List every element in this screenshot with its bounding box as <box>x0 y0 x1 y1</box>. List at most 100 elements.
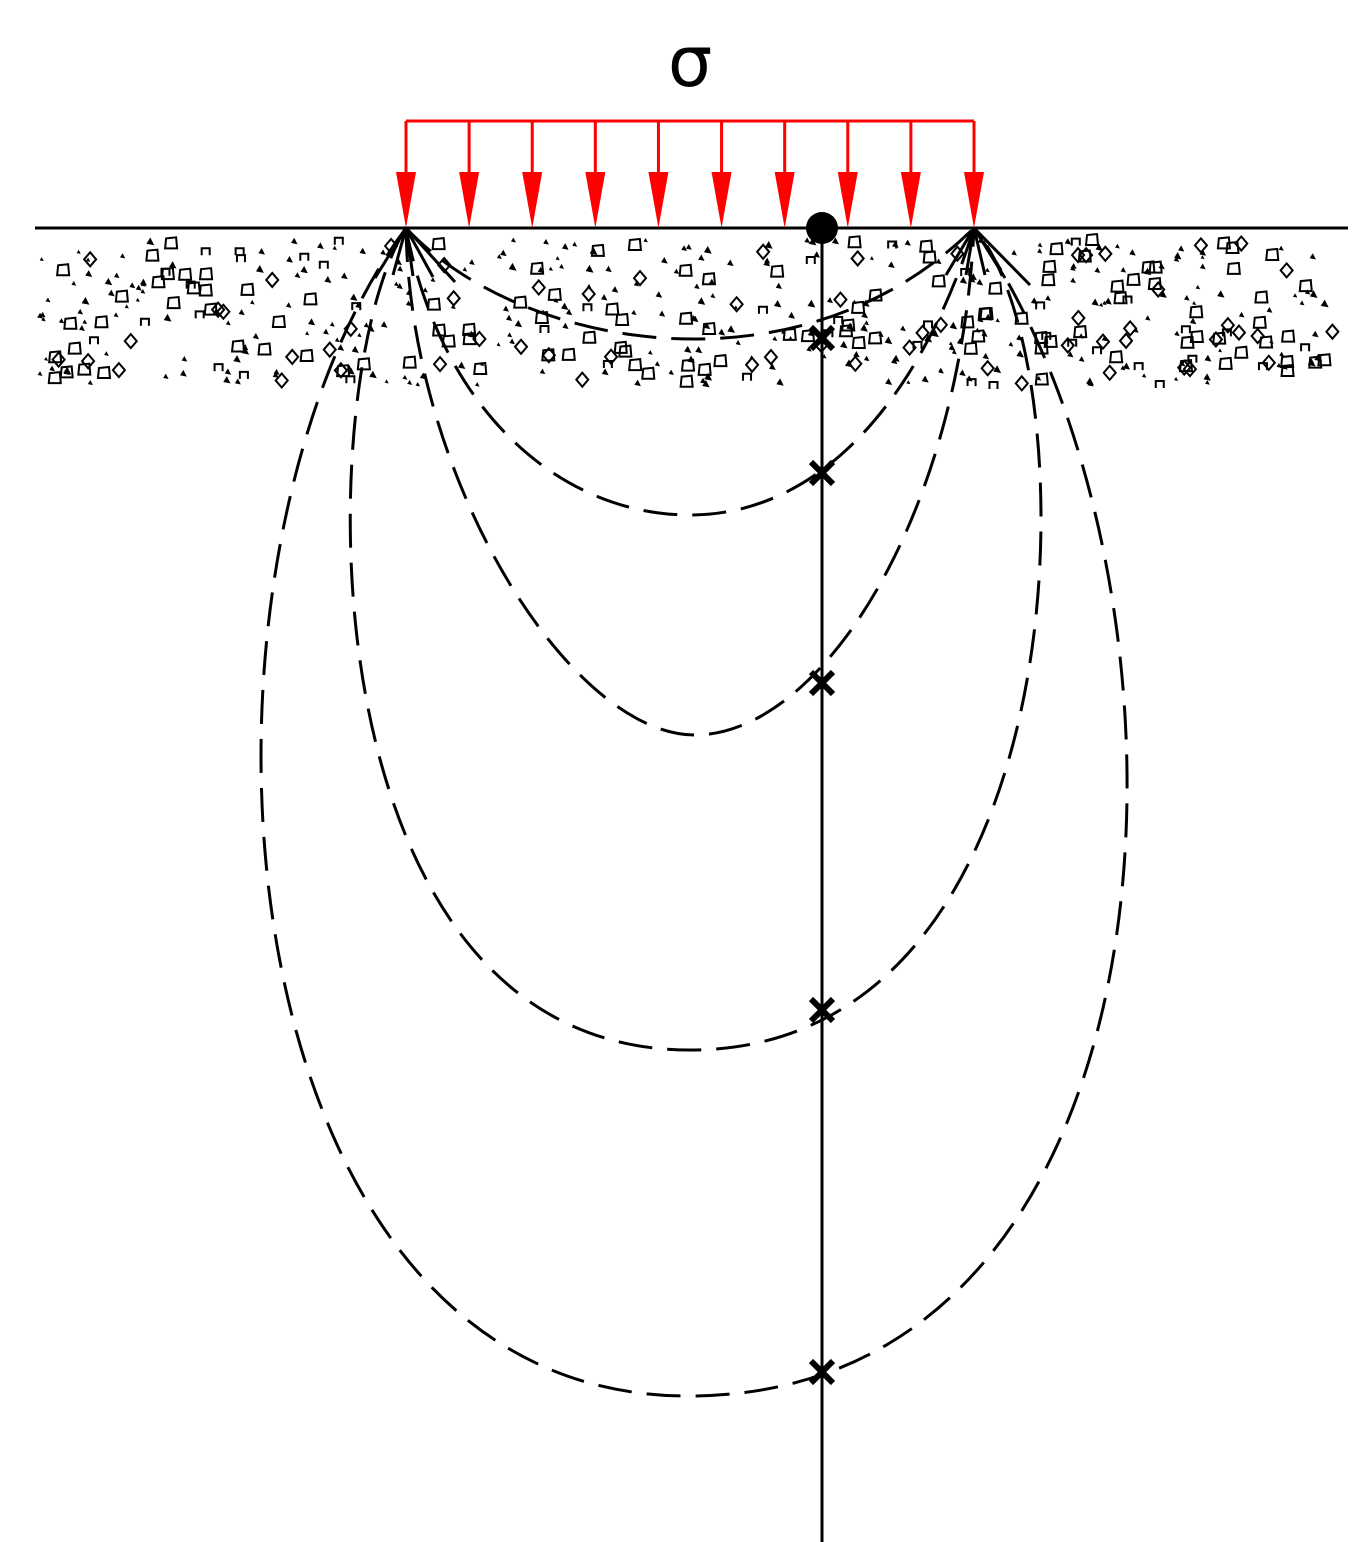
soil-grain <box>500 249 507 257</box>
soil-pebble <box>641 366 656 380</box>
soil-pebble <box>213 363 224 372</box>
soil-pebble <box>582 330 597 344</box>
soil-grain <box>543 238 549 245</box>
soil-grain <box>888 261 895 269</box>
soil-pebble <box>1110 279 1125 293</box>
soil-grain <box>1102 300 1107 306</box>
soil-grain <box>233 355 241 363</box>
surface-point-dot <box>806 212 838 244</box>
soil-grain <box>223 376 231 384</box>
soil-pebble <box>59 365 74 379</box>
stress-point-marker <box>808 459 836 487</box>
load-arrow-head <box>459 172 480 228</box>
soil-grain <box>250 299 255 305</box>
soil-pebble <box>80 352 96 370</box>
soil-pebble <box>1071 309 1086 327</box>
soil-grain <box>772 336 778 341</box>
soil-pebble <box>123 332 139 350</box>
soil-pebble <box>160 267 171 276</box>
soil-pebble <box>230 339 246 353</box>
ray-right-4 <box>972 227 1007 279</box>
soil-pebble <box>194 310 205 319</box>
soil-grain <box>317 242 324 250</box>
soil-pebble <box>216 303 231 321</box>
soil-pebble <box>1122 319 1138 337</box>
soil-grain <box>831 237 839 245</box>
soil-grain <box>611 286 619 293</box>
soil-pebble <box>88 336 99 345</box>
soil-grain <box>900 325 906 332</box>
soil-grain <box>1115 243 1120 249</box>
soil-grain <box>258 248 265 255</box>
soil-grain <box>1309 253 1316 260</box>
soil-grain <box>496 254 502 259</box>
soil-grain <box>396 282 403 290</box>
soil-pebble <box>1231 324 1247 342</box>
soil-grain <box>959 369 966 377</box>
soil-grain <box>363 322 370 328</box>
soil-pebble <box>402 355 417 369</box>
soil-grain <box>129 282 136 289</box>
soil-pebble <box>615 312 630 326</box>
soil-grain <box>422 287 428 293</box>
stress-point-marker <box>808 1358 836 1386</box>
soil-grain <box>562 322 569 329</box>
soil-grain <box>63 368 70 375</box>
soil-grain <box>85 257 91 262</box>
soil-pebble <box>1109 350 1124 364</box>
soil-pebble <box>1147 276 1162 291</box>
soil-grain <box>380 321 388 328</box>
soil-pebble <box>1150 281 1166 299</box>
soil-pebble <box>1265 247 1280 261</box>
soil-pebble <box>782 327 797 341</box>
soil-pebble <box>1254 290 1269 304</box>
load-arrow-head <box>774 172 795 228</box>
soil-pebble <box>581 285 597 303</box>
soil-grain <box>1217 290 1225 298</box>
soil-pebble <box>678 311 694 325</box>
soil-grain <box>1008 341 1014 347</box>
soil-grain <box>405 300 412 307</box>
soil-pebble <box>1060 336 1076 354</box>
soil-pebble <box>574 371 590 389</box>
soil-grain <box>733 305 738 310</box>
soil-pebble <box>744 356 760 374</box>
soil-pebble <box>971 329 986 343</box>
pressure-bulb-1 <box>404 226 976 341</box>
soil-grain <box>949 321 958 330</box>
soil-pebble <box>238 370 249 379</box>
soil-grain <box>685 244 692 250</box>
soil-grain <box>561 243 569 250</box>
soil-grain <box>1178 245 1185 252</box>
stress-point-marker <box>808 669 836 697</box>
soil-grain <box>294 272 301 278</box>
soil-grain <box>709 278 715 285</box>
soil-grain <box>727 325 735 333</box>
soil-grain <box>995 318 1000 323</box>
soil-grain <box>1101 335 1108 342</box>
ray-right-2 <box>964 227 976 276</box>
soil-pebble <box>299 252 310 261</box>
soil-grain <box>1037 248 1043 254</box>
soil-grain <box>45 297 51 303</box>
soil-grain <box>1145 315 1151 321</box>
soil-grain <box>845 359 854 368</box>
soil-pebble <box>1317 353 1332 367</box>
soil-grain <box>1173 256 1180 262</box>
load-arrow-head <box>648 172 669 228</box>
soil-grain <box>1309 290 1318 298</box>
soil-pebble <box>67 341 82 355</box>
stress-symbol-sigma: σ <box>667 21 713 103</box>
soil-grain <box>462 266 468 272</box>
soil-pebble <box>923 320 934 329</box>
load-arrow-head <box>585 172 606 228</box>
soil-grain <box>764 241 773 249</box>
soil-grain <box>397 265 404 272</box>
soil-pebble <box>851 335 866 349</box>
soil-grain <box>163 313 172 322</box>
soil-grain <box>931 329 939 338</box>
soil-grain <box>1205 380 1210 385</box>
soil-pebble <box>234 247 245 256</box>
soil-pebble <box>257 342 272 356</box>
soil-texture <box>37 232 1340 392</box>
